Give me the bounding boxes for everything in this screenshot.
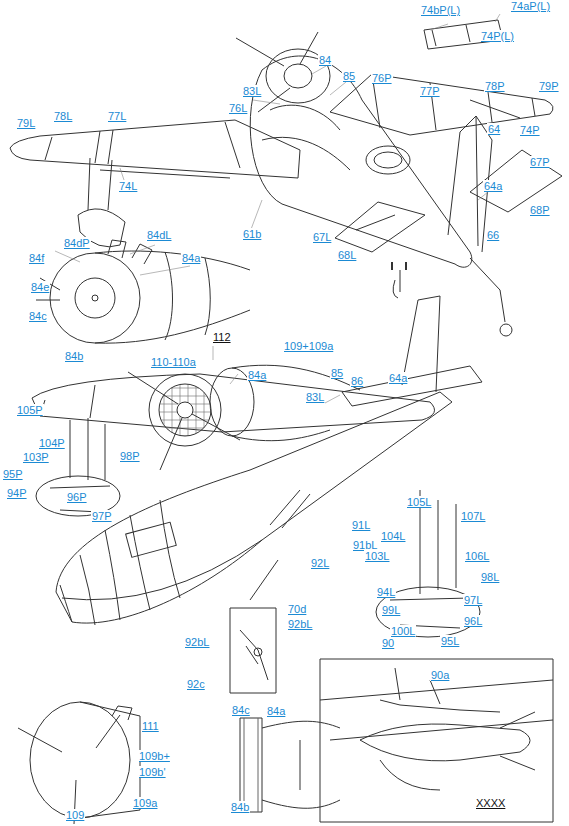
callout-number: 95L (440, 635, 460, 647)
callout-number: 92bL (184, 636, 210, 648)
callout-number: 109a (132, 797, 158, 809)
callout-number: 92L (310, 557, 330, 569)
callout-number: 74aP(L) (510, 0, 551, 12)
callout-number: 84a (266, 705, 286, 717)
callout-number: 76P (371, 72, 393, 84)
callout-number: 98P (119, 450, 141, 462)
callout-number: 84a (247, 369, 267, 381)
callout-number: 84 (318, 54, 332, 66)
callout-number: 78P (484, 80, 506, 92)
callout-number: 90 (381, 637, 395, 649)
callout-number: 94P (6, 487, 28, 499)
callout-number: 67P (529, 156, 551, 168)
callout-number: 74P(L) (480, 30, 515, 42)
callout-number: 64 (487, 123, 501, 135)
callout-number: 64a (483, 180, 503, 192)
callout-number: 70d (287, 603, 307, 615)
callout-number: 79P (538, 80, 560, 92)
callout-number: 84b (230, 801, 250, 813)
callout-number: 90a (430, 669, 450, 681)
callout-number: 84dL (146, 229, 172, 241)
callout-number: 97L (463, 594, 483, 606)
callout-number: 68P (529, 204, 551, 216)
callout-number: 109 (65, 809, 85, 821)
callout-number: 99L (381, 604, 401, 616)
callout-number: 83L (242, 85, 262, 97)
callout-number: XXXX (475, 797, 506, 809)
callout-number: 74bP(L) (420, 4, 461, 16)
callout-number: 91L (351, 519, 371, 531)
callout-number: 74L (118, 180, 138, 192)
callout-number: 107L (460, 510, 486, 522)
callout-number: 105L (406, 496, 432, 508)
callout-number: 96P (66, 491, 88, 503)
callout-number: 68L (337, 249, 357, 261)
callout-number: 92c (186, 678, 206, 690)
callout-number: 83L (305, 391, 325, 403)
callout-number: 67L (312, 231, 332, 243)
callout-number: 84f (28, 252, 45, 264)
callout-number: 97P (91, 510, 113, 522)
callout-number: 84c (28, 310, 48, 322)
callout-number: 86 (350, 375, 364, 387)
callout-number: 78L (53, 110, 73, 122)
callout-number: 104L (380, 530, 406, 542)
callout-number: 109+109a (283, 340, 334, 352)
callout-number: 84a (181, 252, 201, 264)
callout-number: 112 (212, 331, 232, 343)
callout-number: 64a (388, 372, 408, 384)
callout-number: 109b+ (138, 750, 171, 762)
callout-number: 106L (464, 550, 490, 562)
callout-number: 84b (64, 350, 84, 362)
callout-number: 85 (342, 70, 356, 82)
callout-number: 110-110a (150, 356, 197, 368)
callout-number: 66 (486, 229, 500, 241)
callout-number: 61b (242, 228, 262, 240)
callout-number: 84e (30, 281, 50, 293)
callout-number: 105P (16, 404, 44, 416)
callout-number: 95P (2, 468, 24, 480)
callout-number: 84c (231, 704, 251, 716)
callout-number: 111 (141, 720, 160, 732)
callout-number: 98L (480, 571, 500, 583)
callout-number: 103P (22, 451, 50, 463)
callout-number: 109b' (138, 766, 167, 778)
callout-number: 103L (364, 550, 390, 562)
callout-number: 77L (107, 110, 127, 122)
callout-number: 94L (376, 586, 396, 598)
callout-number: 76L (228, 102, 248, 114)
callout-number: 104P (38, 437, 66, 449)
callout-number: 100L (390, 625, 416, 637)
callout-number: 79L (16, 117, 36, 129)
callout-number: 96L (463, 615, 483, 627)
callout-number: 85 (330, 367, 344, 379)
callout-number: 84dP (63, 237, 91, 249)
callout-number: 74P (519, 124, 541, 136)
callout-number: 92bL (287, 618, 313, 630)
callout-number: 77P (419, 85, 441, 97)
